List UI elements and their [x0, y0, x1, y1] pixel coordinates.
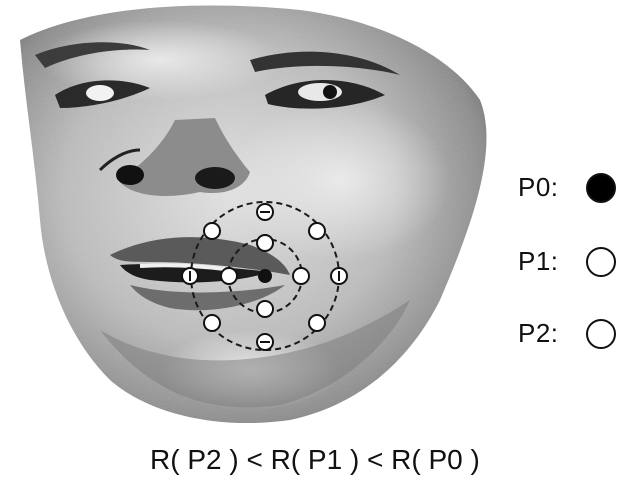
sample-point	[204, 315, 220, 331]
center-point-p0	[259, 270, 271, 282]
ratio-formula: R( P2 ) < R( P1 ) < R( P0 )	[150, 444, 480, 476]
legend-marker-p1	[586, 247, 616, 277]
legend-label-p2: P2:	[518, 318, 559, 349]
sample-point	[309, 315, 325, 331]
legend-label-p0: P0:	[518, 172, 559, 203]
sample-point	[309, 223, 325, 239]
sample-point	[204, 223, 220, 239]
sample-point	[257, 301, 273, 317]
sample-point	[257, 235, 273, 251]
legend-marker-p0	[586, 173, 616, 203]
sample-point	[293, 268, 309, 284]
legend-label-p1: P1:	[518, 246, 559, 277]
legend-marker-p2	[586, 319, 616, 349]
sample-point	[221, 268, 237, 284]
